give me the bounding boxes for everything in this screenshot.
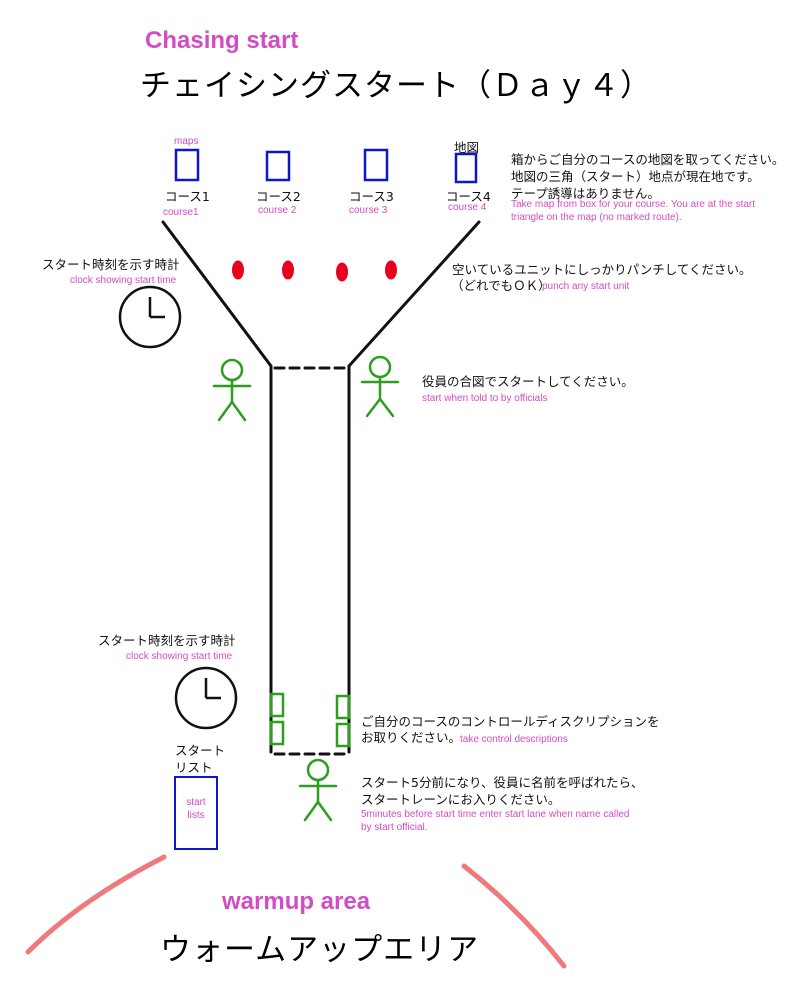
clock-icon-bottom — [174, 666, 238, 730]
punch-instruction-ja-2: （どれでもＯＫ） — [451, 278, 551, 293]
title-japanese: チェイシングスタート（Ｄａｙ４） — [140, 68, 652, 104]
map-box-course1 — [174, 148, 200, 182]
warmup-title-english: warmup area — [222, 888, 371, 915]
course1-sublabel: course1 — [163, 207, 199, 218]
start-punch-unit — [232, 260, 244, 280]
warmup-title-japanese: ウォームアップエリア — [160, 932, 480, 968]
start-list-box-label: start lists — [186, 797, 206, 821]
call-instruction-en: 5minutes before start time enter start l… — [361, 809, 630, 833]
call-instruction-ja: スタート5分前になり、役員に名前を呼ばれたら、 スタートレーンにお入りください。 — [361, 775, 644, 807]
course3-sublabel: course 3 — [349, 205, 388, 216]
official-figure-bottom — [298, 758, 338, 822]
funnel-right-wall — [347, 220, 481, 368]
clock-bottom-label-ja: スタート時刻を示す時計 — [98, 633, 236, 648]
course3-label: コース3 — [349, 189, 394, 204]
map-box-course4 — [454, 152, 478, 184]
course4-label: コース4 — [446, 189, 491, 204]
description-box — [335, 694, 351, 720]
officials-instruction-en: start when told to by officials — [422, 393, 548, 404]
descriptions-instruction-en: take control descriptions — [460, 734, 568, 745]
official-figure-right — [360, 355, 400, 418]
punch-instruction-en: punch any start unit — [542, 281, 630, 292]
clock-top-label-ja: スタート時刻を示す時計 — [42, 257, 180, 272]
description-box — [269, 692, 285, 718]
start-punch-unit — [282, 260, 294, 280]
start-list-box: start lists — [174, 776, 218, 850]
title-english: Chasing start — [145, 27, 299, 54]
map-box-course2 — [265, 150, 291, 182]
warmup-boundary-right — [461, 863, 567, 969]
maps-label-ja: 地図 — [454, 140, 480, 155]
descriptions-instruction-ja: ご自分のコースのコントロールディスクリプションを — [361, 714, 660, 729]
description-box — [335, 722, 351, 748]
maps-label: maps — [174, 136, 199, 147]
descriptions-instruction-ja-2: お取りください。 — [361, 730, 462, 745]
clock-top-label-en: clock showing start time — [70, 275, 177, 286]
map-box-course3 — [363, 148, 389, 182]
clock-bottom-label-en: clock showing start time — [126, 651, 233, 662]
course2-sublabel: course 2 — [258, 205, 297, 216]
map-instruction-en: Take map from box for your course. You a… — [511, 199, 756, 223]
start-punch-unit — [336, 262, 348, 282]
clock-icon-top — [118, 285, 182, 349]
start-list-label: スタート リスト — [175, 743, 226, 775]
description-box — [269, 720, 285, 746]
funnel-left-wall — [161, 220, 273, 368]
warmup-boundary-left — [25, 854, 167, 955]
officials-instruction-ja: 役員の合図でスタートしてください。 — [422, 374, 634, 389]
map-instruction-ja: 箱からご自分のコースの地図を取ってください。 地図の三角（スタート）地点が現在地… — [511, 152, 785, 201]
start-punch-unit — [385, 260, 397, 280]
course2-label: コース2 — [256, 189, 301, 204]
punch-instruction-ja: 空いているユニットにしっかりパンチしてください。 — [452, 262, 752, 277]
course4-sublabel: course 4 — [448, 202, 487, 213]
course1-label: コース1 — [165, 189, 210, 204]
official-figure-left — [212, 358, 252, 422]
